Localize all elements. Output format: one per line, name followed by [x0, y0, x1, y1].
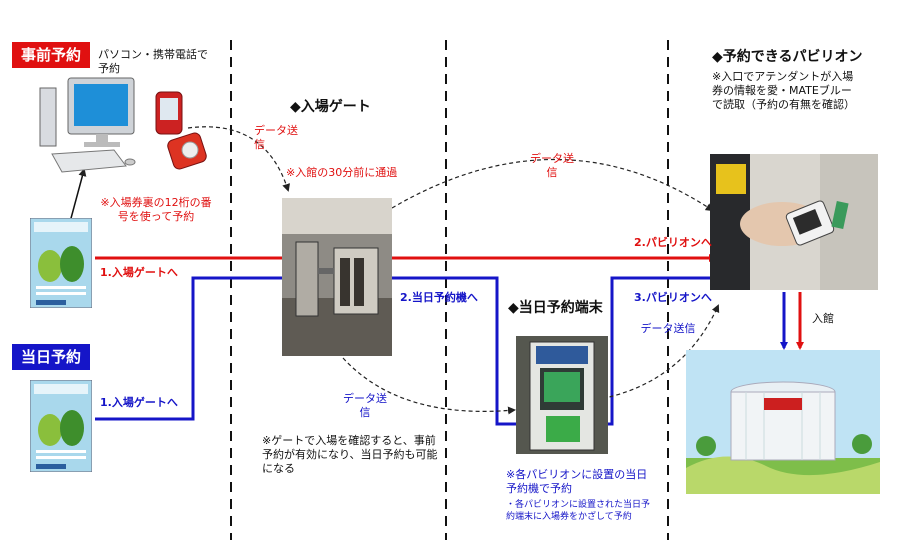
route-label-advance-pavilion: 2.パビリオンへ	[634, 236, 712, 249]
same-day-reservation-tag: 当日予約	[12, 344, 90, 370]
pavilion-building-photo	[686, 350, 880, 494]
attendant-scanner-photo	[710, 154, 878, 290]
route-label-same-day-pavilion: 3.パビリオンへ	[634, 291, 712, 304]
same-day-terminal-heading: ◆当日予約端末	[508, 300, 603, 316]
pavilion-attendant-note: ※入口でアテンダントが入場券の情報を愛・MATEブルーで読取（予約の有無を確認）	[712, 70, 855, 111]
ticket-to-pc-arrow	[69, 168, 87, 223]
pavilion-heading: ◆予約できるパビリオン	[712, 49, 863, 65]
data-send-label-3: データ送信	[343, 392, 387, 419]
desktop-computer-icon	[39, 77, 136, 173]
data-transfer-gate-pavilion	[391, 158, 714, 212]
admission-ticket-advance	[30, 218, 92, 308]
advance-reservation-tag: 事前予約	[12, 42, 90, 68]
entrance-gate-photo	[282, 198, 392, 356]
enter-label: 入館	[812, 312, 834, 325]
pc-phone-caption: パソコン・携帯電話で予約	[98, 48, 208, 75]
data-transfer-phone-gate	[187, 126, 290, 192]
data-transfer-gate-terminal	[342, 357, 516, 415]
terminal-note-2: ・各パビリオンに設置された当日予約端末に入場券をかざして予約	[506, 500, 651, 522]
same-day-terminal-photo	[516, 336, 608, 454]
same-day-route-line	[95, 274, 718, 426]
admission-ticket-same-day	[30, 380, 92, 472]
route-label-advance-gate: 1.入場ゲートへ	[100, 266, 178, 279]
gate-confirmation-note: ※ゲートで入場を確認すると、事前予約が有効になり、当日予約も可能になる	[262, 434, 438, 475]
route-label-same-day-gate: 1.入場ゲートへ	[100, 396, 178, 409]
terminal-note-1: ※各パビリオンに設置の当日予約機で予約	[506, 468, 648, 495]
arrival-time-note: ※入館の30分前に通過	[286, 166, 398, 179]
mobile-phone-icon	[155, 91, 207, 170]
ticket-number-note: ※入場券裏の12桁の番号を使って予約	[100, 196, 212, 223]
data-send-label-4: データ送信	[640, 322, 696, 335]
route-label-to-terminal: 2.当日予約機へ	[400, 291, 478, 304]
column-separators	[230, 40, 669, 540]
data-send-label-1: データ送信	[254, 124, 298, 151]
data-send-label-2: データ送信	[530, 152, 574, 179]
entrance-gate-heading: ◆入場ゲート	[290, 99, 371, 115]
